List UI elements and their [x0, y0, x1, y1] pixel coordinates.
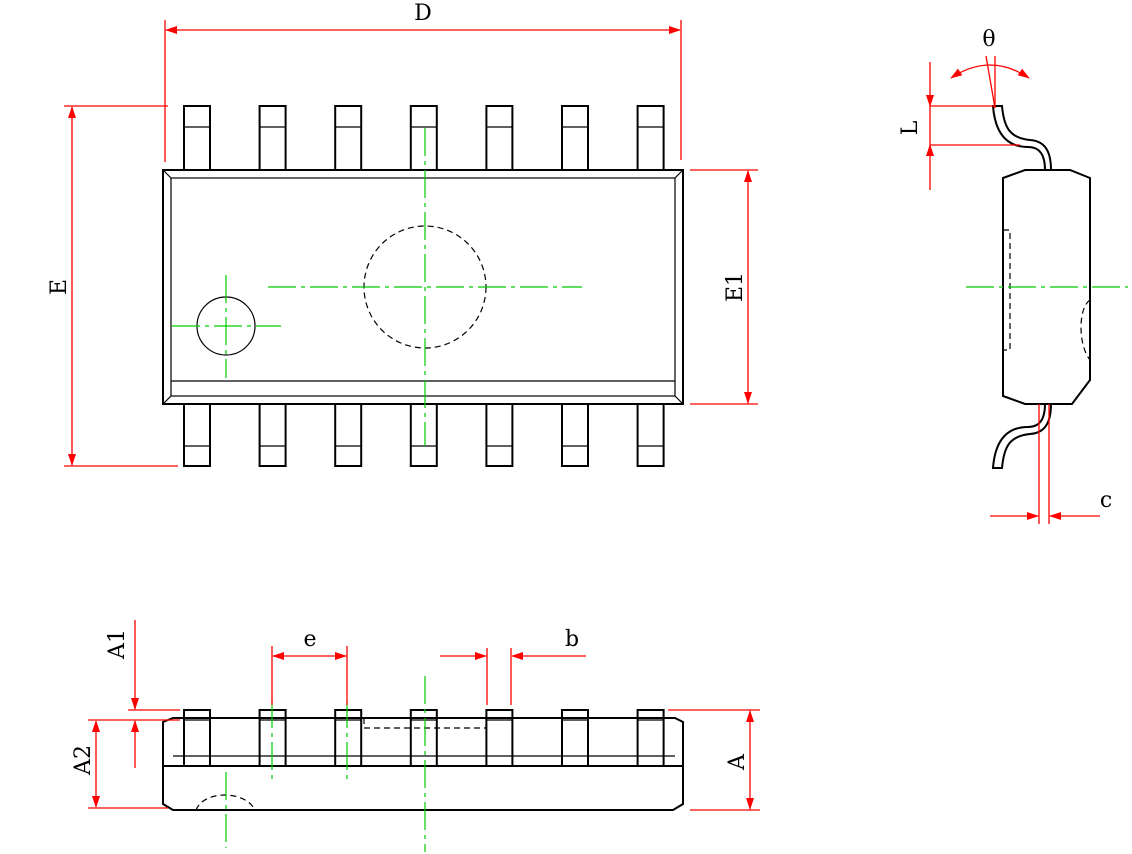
dim-theta-arc	[950, 64, 1030, 79]
label-D: D	[414, 1, 432, 26]
top-pin-upper-3	[334, 105, 363, 171]
label-b: b	[565, 627, 579, 652]
label-A1: A1	[105, 629, 130, 660]
top-body-inner	[170, 177, 676, 397]
front-ejector-hidden	[195, 794, 256, 811]
front-view: e b A1 A2 A	[71, 620, 760, 852]
top-pin-lower-6	[561, 403, 589, 467]
front-pins	[183, 709, 665, 767]
top-view: D E E1	[47, 1, 758, 467]
side-ejector-hidden	[1080, 299, 1091, 361]
top-pin-upper-6	[561, 105, 589, 171]
top-pins-lower	[183, 403, 665, 467]
label-A: A	[725, 753, 750, 771]
top-pin-lower-5	[485, 403, 514, 467]
label-A2: A2	[71, 745, 96, 776]
top-pin-upper-5	[485, 105, 514, 171]
front-pin-7	[636, 709, 665, 767]
top-pin-lower-3	[334, 403, 363, 467]
top-pin-lower-4	[409, 403, 438, 467]
top-pin-upper-1	[183, 105, 211, 171]
label-c: c	[1100, 488, 1112, 513]
side-view: L θ c	[898, 27, 1128, 524]
top-pins-upper	[183, 105, 665, 171]
top-pin-lower-1	[183, 403, 211, 467]
side-notch-hidden	[1003, 229, 1011, 351]
top-pin-upper-4	[409, 105, 438, 171]
front-body	[162, 717, 684, 811]
label-E: E	[47, 279, 72, 295]
label-E1: E1	[723, 272, 748, 302]
front-pin-1	[183, 709, 211, 767]
label-L: L	[898, 120, 923, 135]
front-pin-3	[334, 709, 363, 767]
front-pin-6	[561, 709, 589, 767]
top-pin-upper-7	[636, 105, 665, 171]
front-pin-5	[485, 709, 514, 767]
side-lead-upper	[991, 105, 1053, 171]
label-e: e	[303, 627, 316, 652]
top-pin-lower-2	[258, 403, 287, 467]
label-theta: θ	[982, 27, 995, 52]
front-pin-4	[409, 709, 438, 767]
top-pin-upper-2	[258, 105, 287, 171]
side-body	[1002, 169, 1091, 405]
top-pin-lower-7	[636, 403, 665, 467]
top-body-outer	[162, 169, 684, 405]
side-lead-lower	[991, 403, 1053, 469]
